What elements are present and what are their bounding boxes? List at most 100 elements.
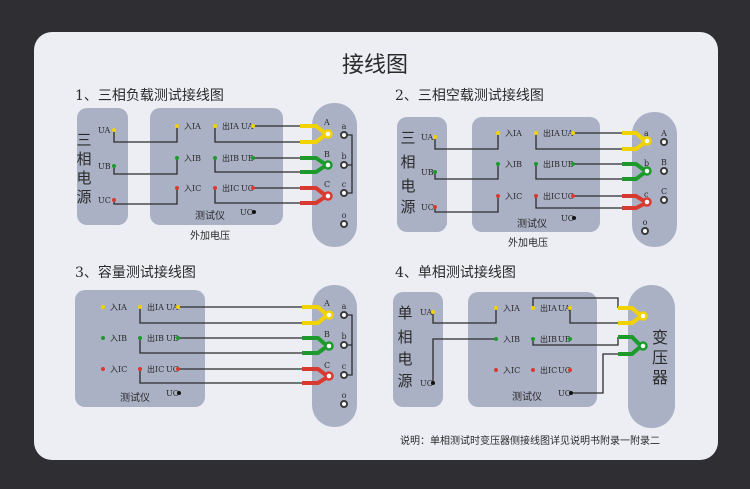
terminal-dot xyxy=(531,368,535,372)
source-label: 相 xyxy=(76,150,91,168)
terminal-dot xyxy=(340,311,348,319)
clamp-shape xyxy=(622,162,646,181)
terminal-dot xyxy=(568,337,572,341)
section-title: 4、单相测试接线图 xyxy=(395,264,516,281)
label: B xyxy=(324,330,330,339)
tester-box xyxy=(468,292,597,407)
terminal-dot xyxy=(324,341,334,351)
label: A xyxy=(660,129,667,138)
source-label: 相 xyxy=(400,153,415,171)
label: 入IB xyxy=(505,160,522,169)
terminal-dot xyxy=(531,337,535,341)
clamp-shape xyxy=(622,131,646,151)
label: UC xyxy=(421,203,434,212)
wire xyxy=(434,133,499,213)
label: 入IC xyxy=(505,192,522,201)
label: c xyxy=(342,180,347,189)
wire xyxy=(535,132,622,209)
source-label: 电 xyxy=(397,350,412,368)
terminal-dot xyxy=(323,191,333,201)
terminal-dot xyxy=(534,131,538,135)
label: UC xyxy=(98,196,111,205)
source-box xyxy=(393,292,443,407)
label: 入IA xyxy=(505,129,522,138)
source-label: 三 xyxy=(400,129,415,147)
label: o xyxy=(643,218,648,227)
label: 出IA xyxy=(540,303,557,313)
clamp-b xyxy=(622,162,652,181)
label: UO xyxy=(240,208,254,217)
terminal-dot xyxy=(251,186,255,190)
terminal-dot xyxy=(324,371,334,381)
label: 入IB xyxy=(184,154,201,163)
tester-label: 测试仪 xyxy=(120,391,150,404)
note-text: 说明：单相测试时变压器侧接线图详见说明书附录一附录二 xyxy=(400,434,660,447)
terminal-dot xyxy=(112,164,116,168)
transformer-label: 压 xyxy=(652,348,668,367)
source-label: 源 xyxy=(76,188,91,206)
label: UB xyxy=(421,168,434,177)
clamp-a xyxy=(302,305,334,325)
terminal-dot xyxy=(175,124,179,128)
label: a xyxy=(644,129,649,138)
terminal-dot xyxy=(251,124,255,128)
terminal-dot xyxy=(176,336,180,340)
label: UO xyxy=(166,389,180,398)
clamp-shape xyxy=(618,306,642,325)
section-title: 1、三相负载测试接线图 xyxy=(75,87,224,104)
section-title: 3、容量测试接线图 xyxy=(75,264,196,281)
terminal-dot xyxy=(340,131,348,139)
terminal-dot xyxy=(494,368,498,372)
label: 入IC xyxy=(110,365,127,374)
terminal-dot xyxy=(569,391,573,395)
wire xyxy=(432,297,619,394)
label: b xyxy=(644,159,649,168)
terminal-dots xyxy=(433,131,576,220)
terminal-dot xyxy=(340,161,348,169)
terminal-dot xyxy=(340,189,348,197)
wire xyxy=(214,125,300,204)
terminal-dot xyxy=(138,336,142,340)
terminal-dot xyxy=(175,156,179,160)
label: UA xyxy=(166,303,178,312)
label: 入IC xyxy=(184,184,201,193)
label: B xyxy=(324,150,330,159)
terminal-dot xyxy=(213,156,217,160)
label: 入IC xyxy=(503,366,520,375)
clamp-b xyxy=(302,336,334,355)
label: 入IA xyxy=(503,304,520,313)
label: 出IA xyxy=(543,128,560,138)
label: a xyxy=(342,302,347,311)
clamp-yellow xyxy=(618,306,648,325)
clamp-shape xyxy=(302,367,328,385)
terminal-dot xyxy=(340,341,348,349)
ext-voltage-label: 外加电压 xyxy=(190,229,230,242)
terminal-dot xyxy=(340,400,348,408)
terminal-dot xyxy=(638,341,648,351)
terminal-dot xyxy=(431,310,435,314)
label: A xyxy=(323,299,330,308)
terminal-dot xyxy=(496,194,500,198)
terminal-dot xyxy=(494,306,498,310)
terminal-dot xyxy=(324,310,334,320)
label: 出IC xyxy=(222,183,239,193)
terminal-dots xyxy=(112,124,256,214)
terminal-dot xyxy=(572,216,576,220)
wire xyxy=(139,306,302,384)
terminal-dots xyxy=(101,305,181,395)
terminal-dot xyxy=(431,381,435,385)
source-label: 相 xyxy=(397,328,412,346)
terminal-dot xyxy=(433,170,437,174)
label: UA xyxy=(421,133,433,142)
terminal-dot xyxy=(176,305,180,309)
clamp-c xyxy=(300,186,333,205)
clamp-green xyxy=(618,335,648,356)
terminal-dot xyxy=(323,160,333,170)
label: 出IB xyxy=(543,159,560,169)
terminal-dot xyxy=(642,166,652,176)
section-title: 2、三相空载测试接线图 xyxy=(395,87,544,104)
terminal-dot xyxy=(571,162,575,166)
label: 出IA xyxy=(222,121,239,131)
